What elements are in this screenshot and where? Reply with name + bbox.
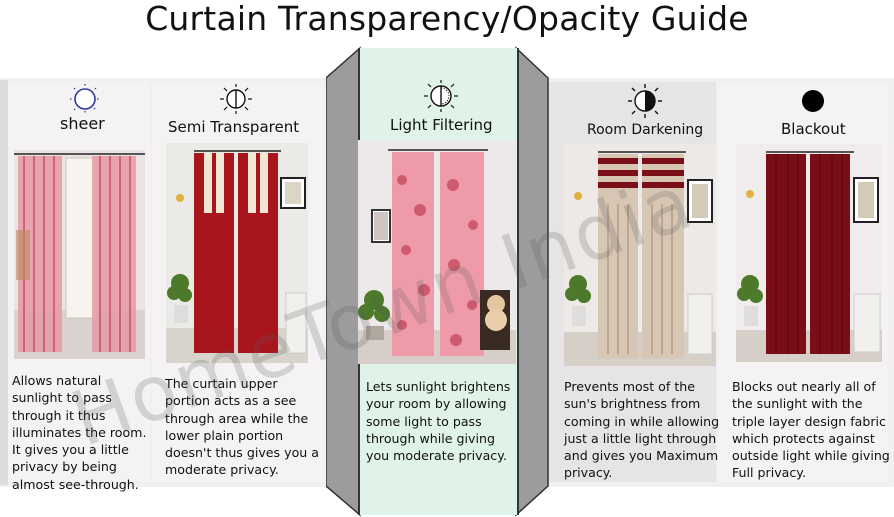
light-filtering-icon xyxy=(424,80,458,112)
panel-description-sheer: Allows natural sunlight to pass through … xyxy=(12,373,147,492)
semi-transparent-icon xyxy=(220,84,252,114)
left-box-wall xyxy=(0,80,8,485)
panel-description-light-filtering: Lets sunlight brightens your room by all… xyxy=(366,379,511,464)
light-filtering-curtain-photo xyxy=(358,140,516,364)
sheer-curtain-photo xyxy=(14,150,145,359)
panel-label-blackout: Blackout xyxy=(781,120,846,138)
blackout-curtain-photo xyxy=(736,144,882,362)
room-darkening-curtain-photo xyxy=(564,144,716,366)
center-box-frame xyxy=(326,46,549,517)
panel-label-light-filtering: Light Filtering xyxy=(390,116,493,134)
panel-description-semi-transparent: The curtain upper portion acts as a see … xyxy=(165,376,319,478)
room-darkening-icon xyxy=(628,84,662,118)
page-title: Curtain Transparency/Opacity Guide xyxy=(145,0,749,38)
panel-label-semi-transparent: Semi Transparent xyxy=(168,118,300,136)
blackout-icon xyxy=(802,90,824,112)
panel-label-room-darkening: Room Darkening xyxy=(587,122,704,138)
semi-transparent-curtain-photo xyxy=(166,143,308,363)
panel-description-blackout: Blocks out nearly all of the sunlight wi… xyxy=(732,379,890,481)
panel-label-sheer: sheer xyxy=(60,114,105,133)
panel-description-room-darkening: Prevents most of the sun's brightness fr… xyxy=(564,379,720,481)
sheer-icon xyxy=(70,84,100,114)
